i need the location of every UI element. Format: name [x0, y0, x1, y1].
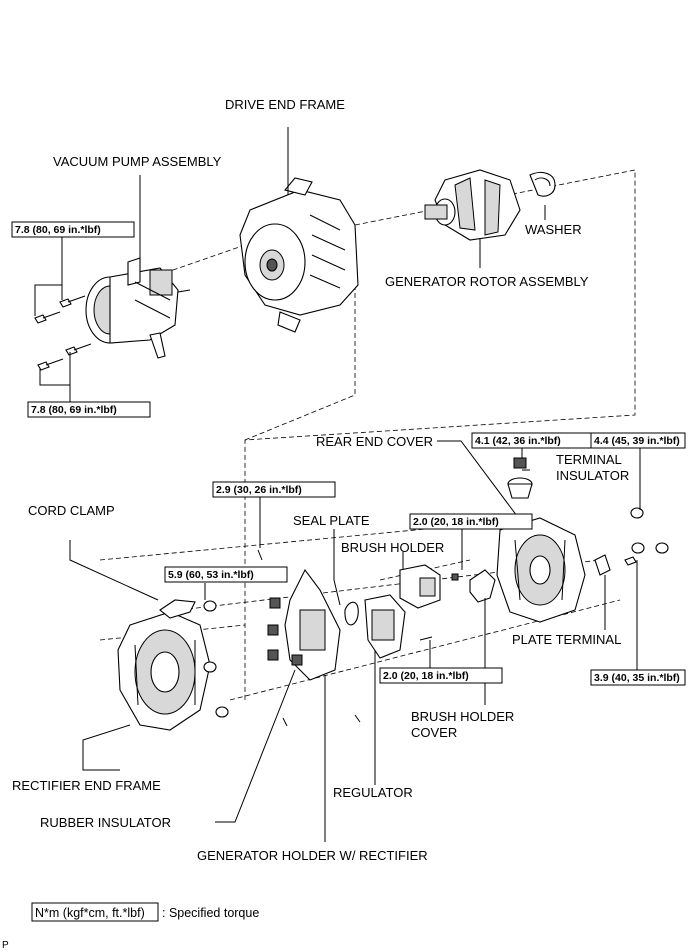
- legend: N*m (kgf*cm, ft.*lbf) : Specified torque: [31, 902, 259, 922]
- terminal-insulator-drawing: [507, 457, 533, 499]
- label-brush-holder: BRUSH HOLDER: [341, 540, 444, 555]
- vacuum-pump-assembly-drawing: [34, 257, 191, 371]
- torque-vacuum-lower: 7.8 (80, 69 in.*lbf): [31, 404, 117, 416]
- torque-plate-terminal-nut: 3.9 (40, 35 in.*lbf): [594, 672, 680, 684]
- label-rear-end-cover: REAR END COVER: [316, 434, 433, 449]
- label-rubber-insulator: RUBBER INSULATOR: [40, 815, 171, 830]
- leader-lines: [34, 127, 641, 842]
- torque-terminal-nut: 4.1 (42, 36 in.*lbf): [475, 435, 561, 447]
- generator-rotor-drawing: [424, 169, 556, 241]
- torque-cord-clamp-nut: 5.9 (60, 53 in.*lbf): [168, 569, 254, 581]
- label-washer: WASHER: [525, 222, 582, 237]
- label-generator-holder: GENERATOR HOLDER W/ RECTIFIER: [197, 848, 428, 863]
- label-rectifier-end-frame: RECTIFIER END FRAME: [12, 778, 161, 793]
- label-plate-terminal: PLATE TERMINAL: [512, 632, 621, 647]
- legend-description: : Specified torque: [162, 906, 259, 920]
- label-vacuum-pump-assembly: VACUUM PUMP ASSEMBLY: [53, 154, 222, 169]
- brush-holder-drawing: [399, 564, 496, 609]
- label-terminal-insulator-2: INSULATOR: [556, 468, 629, 483]
- torque-rear-cover-nut: 4.4 (45, 39 in.*lbf): [594, 435, 680, 447]
- label-cord-clamp: CORD CLAMP: [28, 503, 115, 518]
- label-terminal-insulator-1: TERMINAL: [556, 452, 622, 467]
- label-brush-holder-cover-1: BRUSH HOLDER: [411, 709, 514, 724]
- label-brush-holder-cover-2: COVER: [411, 725, 457, 740]
- part-labels: DRIVE END FRAME VACUUM PUMP ASSEMBLY WAS…: [12, 97, 629, 863]
- regulator-drawing: [344, 594, 406, 659]
- generator-holder-drawing: [267, 568, 341, 681]
- legend-box-text: N*m (kgf*cm, ft.*lbf): [35, 906, 145, 920]
- torque-brush-holder-screw: 2.0 (20, 18 in.*lbf): [413, 516, 499, 528]
- label-seal-plate: SEAL PLATE: [293, 513, 370, 528]
- drive-end-frame-drawing: [239, 177, 359, 333]
- rectifier-end-frame-drawing: [117, 611, 211, 731]
- small-hardware-drawing: [159, 507, 669, 727]
- label-generator-rotor-assembly: GENERATOR ROTOR ASSEMBLY: [385, 274, 589, 289]
- label-drive-end-frame: DRIVE END FRAME: [225, 97, 345, 112]
- rear-end-cover-drawing: [496, 517, 586, 623]
- label-regulator: REGULATOR: [333, 785, 413, 800]
- torque-regulator-screw: 2.0 (20, 18 in.*lbf): [383, 670, 469, 682]
- torque-vacuum-upper: 7.8 (80, 69 in.*lbf): [15, 224, 101, 236]
- corner-mark: P: [2, 940, 9, 951]
- torque-holder-screw: 2.9 (30, 26 in.*lbf): [216, 484, 302, 496]
- torque-specs: 7.8 (80, 69 in.*lbf) 7.8 (80, 69 in.*lbf…: [11, 221, 686, 686]
